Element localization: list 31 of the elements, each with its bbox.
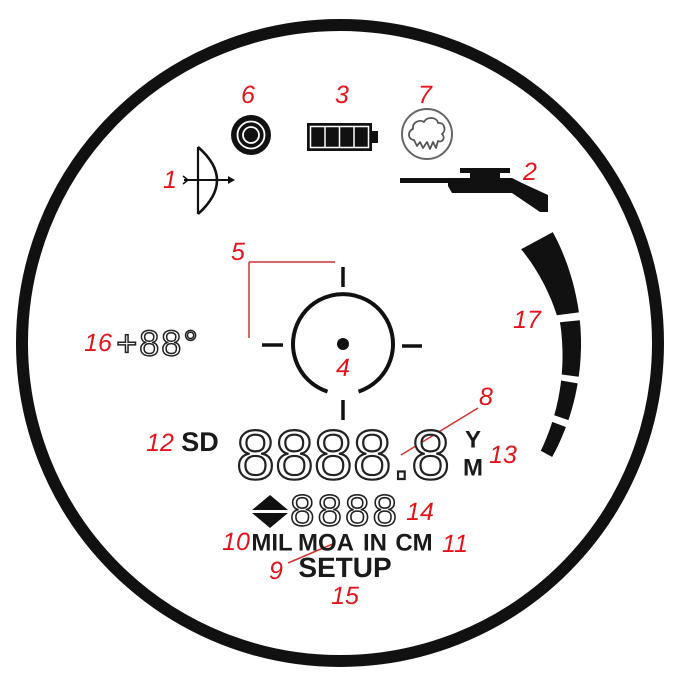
callout-number: 8 bbox=[479, 387, 493, 407]
callout-number: 5 bbox=[231, 242, 245, 262]
callout-number: 13 bbox=[489, 445, 517, 465]
crosshair-reticle bbox=[262, 267, 422, 420]
callout-number: 11 bbox=[442, 534, 468, 554]
mode-label: SETUP bbox=[298, 556, 392, 580]
callout-number: 7 bbox=[418, 85, 432, 105]
callout-number: 6 bbox=[241, 85, 255, 105]
unit-label: Y bbox=[465, 430, 481, 450]
digit-readout: 8888 bbox=[290, 493, 400, 529]
unit-label: MIL bbox=[251, 533, 293, 553]
callout-number: 4 bbox=[336, 358, 350, 378]
unit-label: M bbox=[463, 458, 483, 478]
leader-line bbox=[248, 261, 336, 339]
distance-readout: 8888.8 bbox=[236, 427, 450, 483]
callout-number: 10 bbox=[222, 532, 250, 552]
callout-number: 2 bbox=[523, 162, 537, 182]
unit-label: MOA bbox=[298, 533, 354, 553]
callout-number: 1 bbox=[163, 170, 177, 190]
callout-number: 3 bbox=[335, 85, 349, 105]
unit-label: CM bbox=[395, 533, 433, 553]
unit-label: IN bbox=[363, 533, 387, 553]
callout-number: 12 bbox=[146, 433, 174, 453]
angle-readout: +88° bbox=[116, 330, 200, 358]
callout-number: 15 bbox=[331, 586, 359, 606]
callout-number: 16 bbox=[84, 333, 112, 353]
callout-number: 9 bbox=[269, 561, 283, 581]
leader-line bbox=[400, 407, 478, 456]
callout-number: 14 bbox=[406, 502, 434, 522]
callout-number: 17 bbox=[513, 310, 541, 330]
mode-label: SD bbox=[181, 432, 219, 454]
